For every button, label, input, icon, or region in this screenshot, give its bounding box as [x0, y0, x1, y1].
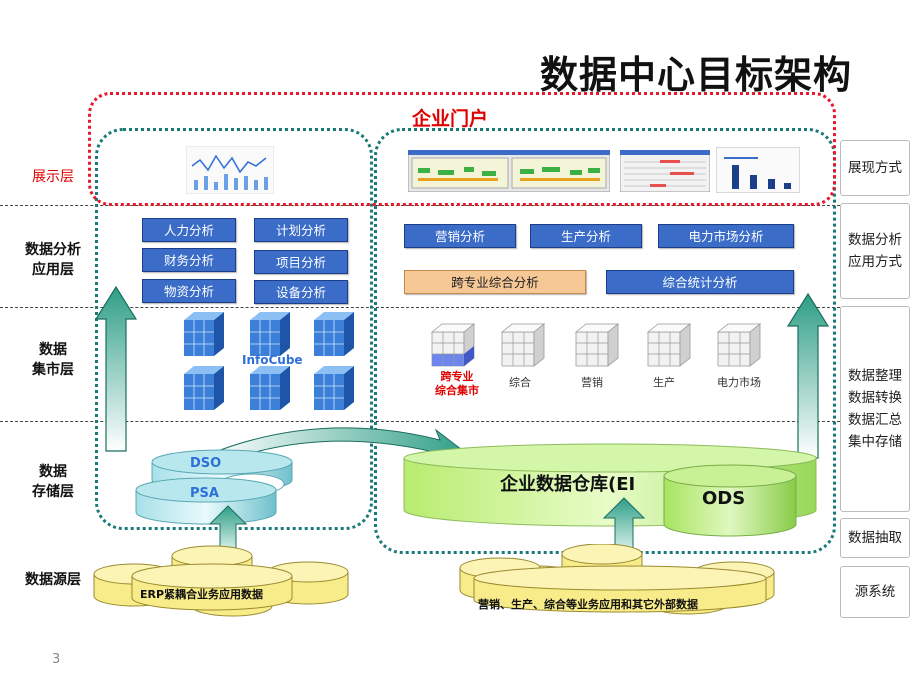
layer-label-mart-line2: 集市层 [32, 362, 74, 378]
right-panel-process-line4: 集中存储 [848, 434, 902, 450]
mart-label-cross: 跨专业 综合集市 [422, 370, 492, 398]
right-panel-source: 源系统 [840, 566, 910, 618]
upward-arrow-right-icon [786, 292, 830, 459]
analysis-box-production[interactable]: 生产分析 [530, 224, 642, 248]
dso-psa-storage-icon [135, 449, 293, 525]
layer-label-analysis-line1: 数据分析 [25, 242, 81, 258]
dso-label: DSO [190, 456, 222, 471]
infocube-label: InfoCube [242, 353, 303, 367]
analysis-box-integrated-stats[interactable]: 综合统计分析 [606, 270, 794, 294]
analysis-box-hr[interactable]: 人力分析 [142, 218, 236, 242]
gantt-thumbnail-icon [620, 150, 710, 192]
business-source-databases-icon [459, 544, 775, 615]
enterprise-portal-box [88, 92, 836, 206]
layer-label-mart-line1: 数据 [39, 342, 67, 358]
analysis-box-cross-discipline[interactable]: 跨专业综合分析 [404, 270, 586, 294]
slide-title: 数据中心目标架构 [540, 53, 853, 97]
portal-title: 企业门户 [412, 108, 489, 130]
right-panel-process-line2: 数据转换 [848, 390, 902, 406]
dashboard-thumbnail-icon [408, 150, 610, 192]
analysis-box-power-market[interactable]: 电力市场分析 [658, 224, 794, 248]
mart-label-marketing: 营销 [581, 376, 603, 389]
layer-label-analysis: 数据分析 应用层 [14, 240, 92, 280]
analysis-box-material[interactable]: 物资分析 [142, 279, 236, 303]
right-panel-process-line3: 数据汇总 [848, 412, 902, 428]
mart-label-cross-line2: 综合集市 [435, 384, 479, 397]
report-thumbnail-icon [186, 146, 274, 194]
mart-label-cross-line1: 跨专业 [440, 370, 474, 383]
right-panel-analysis-line1: 数据分析 [848, 232, 902, 248]
layer-label-mart: 数据 集市层 [14, 340, 92, 380]
right-panel-analysis-line2: 应用方式 [848, 254, 902, 270]
data-warehouse-label: 企业数据仓库(EI [500, 474, 636, 495]
mart-cube-group [430, 323, 761, 367]
psa-label: PSA [190, 486, 219, 501]
erp-source-label: ERP紧耦合业务应用数据 [140, 588, 264, 601]
right-panel-extract: 数据抽取 [840, 518, 910, 558]
erp-source-databases-icon [93, 545, 349, 617]
right-panel-display: 展现方式 [840, 140, 910, 196]
mart-label-production: 生产 [653, 376, 675, 389]
layer-label-presentation: 展示层 [32, 169, 74, 185]
ods-label: ODS [702, 488, 746, 509]
layer-label-source: 数据源层 [25, 572, 81, 588]
right-panel-analysis: 数据分析 应用方式 [840, 203, 910, 299]
ods-cylinder-icon [663, 464, 797, 537]
bar-chart-thumbnail-icon [716, 147, 800, 193]
layer-separator [0, 307, 840, 308]
page-number: 3 [52, 652, 61, 667]
layer-label-storage-line2: 存储层 [32, 484, 74, 500]
layer-label-analysis-line2: 应用层 [32, 262, 74, 278]
layer-label-storage-line1: 数据 [39, 464, 67, 480]
right-panel-process-line1: 数据整理 [848, 368, 902, 384]
right-panel-process: 数据整理 数据转换 数据汇总 集中存储 [840, 306, 910, 512]
business-source-label: 营销、生产、综合等业务应用和其它外部数据 [478, 598, 698, 611]
mart-label-integrated: 综合 [509, 376, 531, 389]
analysis-box-project[interactable]: 项目分析 [254, 250, 348, 274]
upward-arrow-left-icon [94, 285, 138, 452]
analysis-box-finance[interactable]: 财务分析 [142, 248, 236, 272]
analysis-box-equipment[interactable]: 设备分析 [254, 280, 348, 304]
analysis-box-marketing[interactable]: 营销分析 [404, 224, 516, 248]
layer-separator [0, 421, 840, 422]
layer-label-storage: 数据 存储层 [14, 462, 92, 502]
analysis-box-plan[interactable]: 计划分析 [254, 218, 348, 242]
mart-label-power-market: 电力市场 [717, 376, 761, 389]
